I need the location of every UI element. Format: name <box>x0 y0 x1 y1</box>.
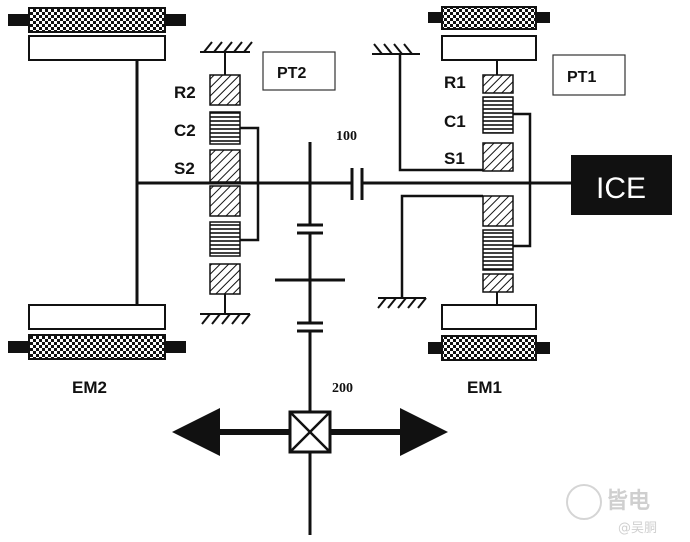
pt1-box <box>552 54 626 96</box>
diff-ref-label: 200 <box>332 381 353 396</box>
pt1-planetary: R1 C1 S1 PT1 <box>444 54 626 305</box>
pt1-sun-top <box>482 142 514 172</box>
em1-rotor-top <box>441 35 537 61</box>
em2-rotor-bottom <box>28 304 166 330</box>
em1-motor: EM1 <box>428 6 550 397</box>
r2-label: R2 <box>174 83 196 102</box>
em1-cap-top-right <box>536 12 550 23</box>
em2-stator-bottom <box>28 334 166 360</box>
ground-hatch-icon <box>200 41 253 53</box>
s1-label: S1 <box>444 149 465 168</box>
pt1-carrier-top <box>482 96 514 134</box>
em1-cap-bottom-left <box>428 342 442 354</box>
em2-rotor-top <box>28 35 166 61</box>
em2-label: EM2 <box>72 378 107 397</box>
c1-label: C1 <box>444 112 466 131</box>
ice-label: ICE <box>596 172 646 205</box>
watermark-brand: 皆电 <box>606 489 650 514</box>
pt2-sun-top <box>209 149 241 183</box>
em1-cap-bottom-right <box>536 342 550 354</box>
pt2-sun-bottom <box>209 185 241 217</box>
clutch: 100 <box>336 129 575 200</box>
em1-cap-top-left <box>428 12 442 23</box>
c2-label: C2 <box>174 121 196 140</box>
watermark: 皆电 @吴胴 <box>566 484 657 536</box>
em1-stator-bottom <box>441 335 537 361</box>
em1-rotor-bottom <box>441 304 537 330</box>
pt2-carrier-bottom <box>209 221 241 257</box>
em2-cap-top-right <box>165 14 186 26</box>
ground-hatch-icon <box>377 297 427 309</box>
pt2-planetary: R2 C2 S2 PT2 <box>174 41 336 325</box>
em2-stator-top <box>28 7 166 33</box>
pt1-label: PT1 <box>567 69 596 86</box>
pt1-sun-bottom <box>482 195 514 227</box>
ice-block <box>571 155 672 215</box>
clutch-ref-label: 100 <box>336 129 357 144</box>
pt1-ground-link-bottom <box>400 194 483 298</box>
crossed-box-icon <box>288 410 332 454</box>
r1-label: R1 <box>444 73 466 92</box>
pt2-box <box>262 51 336 91</box>
ice-engine: ICE <box>571 155 672 215</box>
watermark-handle: @吴胴 <box>618 521 657 536</box>
pt1-ring-top <box>482 74 514 94</box>
s2-label: S2 <box>174 159 195 178</box>
em2-cap-bottom-right <box>165 341 186 353</box>
em2-cap-bottom-left <box>8 341 29 353</box>
pt2-label: PT2 <box>277 65 306 82</box>
em1-stator-top <box>441 6 537 30</box>
output-shaft <box>275 142 345 535</box>
pt1-carrier-link <box>513 112 532 248</box>
pt2-carrier-top <box>209 111 241 145</box>
differential: 200 <box>172 381 448 456</box>
pt2-ring-top <box>209 74 241 106</box>
ground-hatch-icon <box>200 313 251 325</box>
em1-label: EM1 <box>467 378 502 397</box>
pt1-ring-bottom <box>482 273 514 293</box>
em2-cap-top-left <box>8 14 29 26</box>
pt1-carrier-bottom <box>482 229 514 271</box>
pt1-ground-link-top <box>398 54 483 172</box>
watermark-logo-icon <box>566 484 602 520</box>
pt2-ring-bottom <box>209 263 241 295</box>
ground-hatch-icon <box>372 43 420 55</box>
em2-motor: EM2 <box>8 7 186 397</box>
